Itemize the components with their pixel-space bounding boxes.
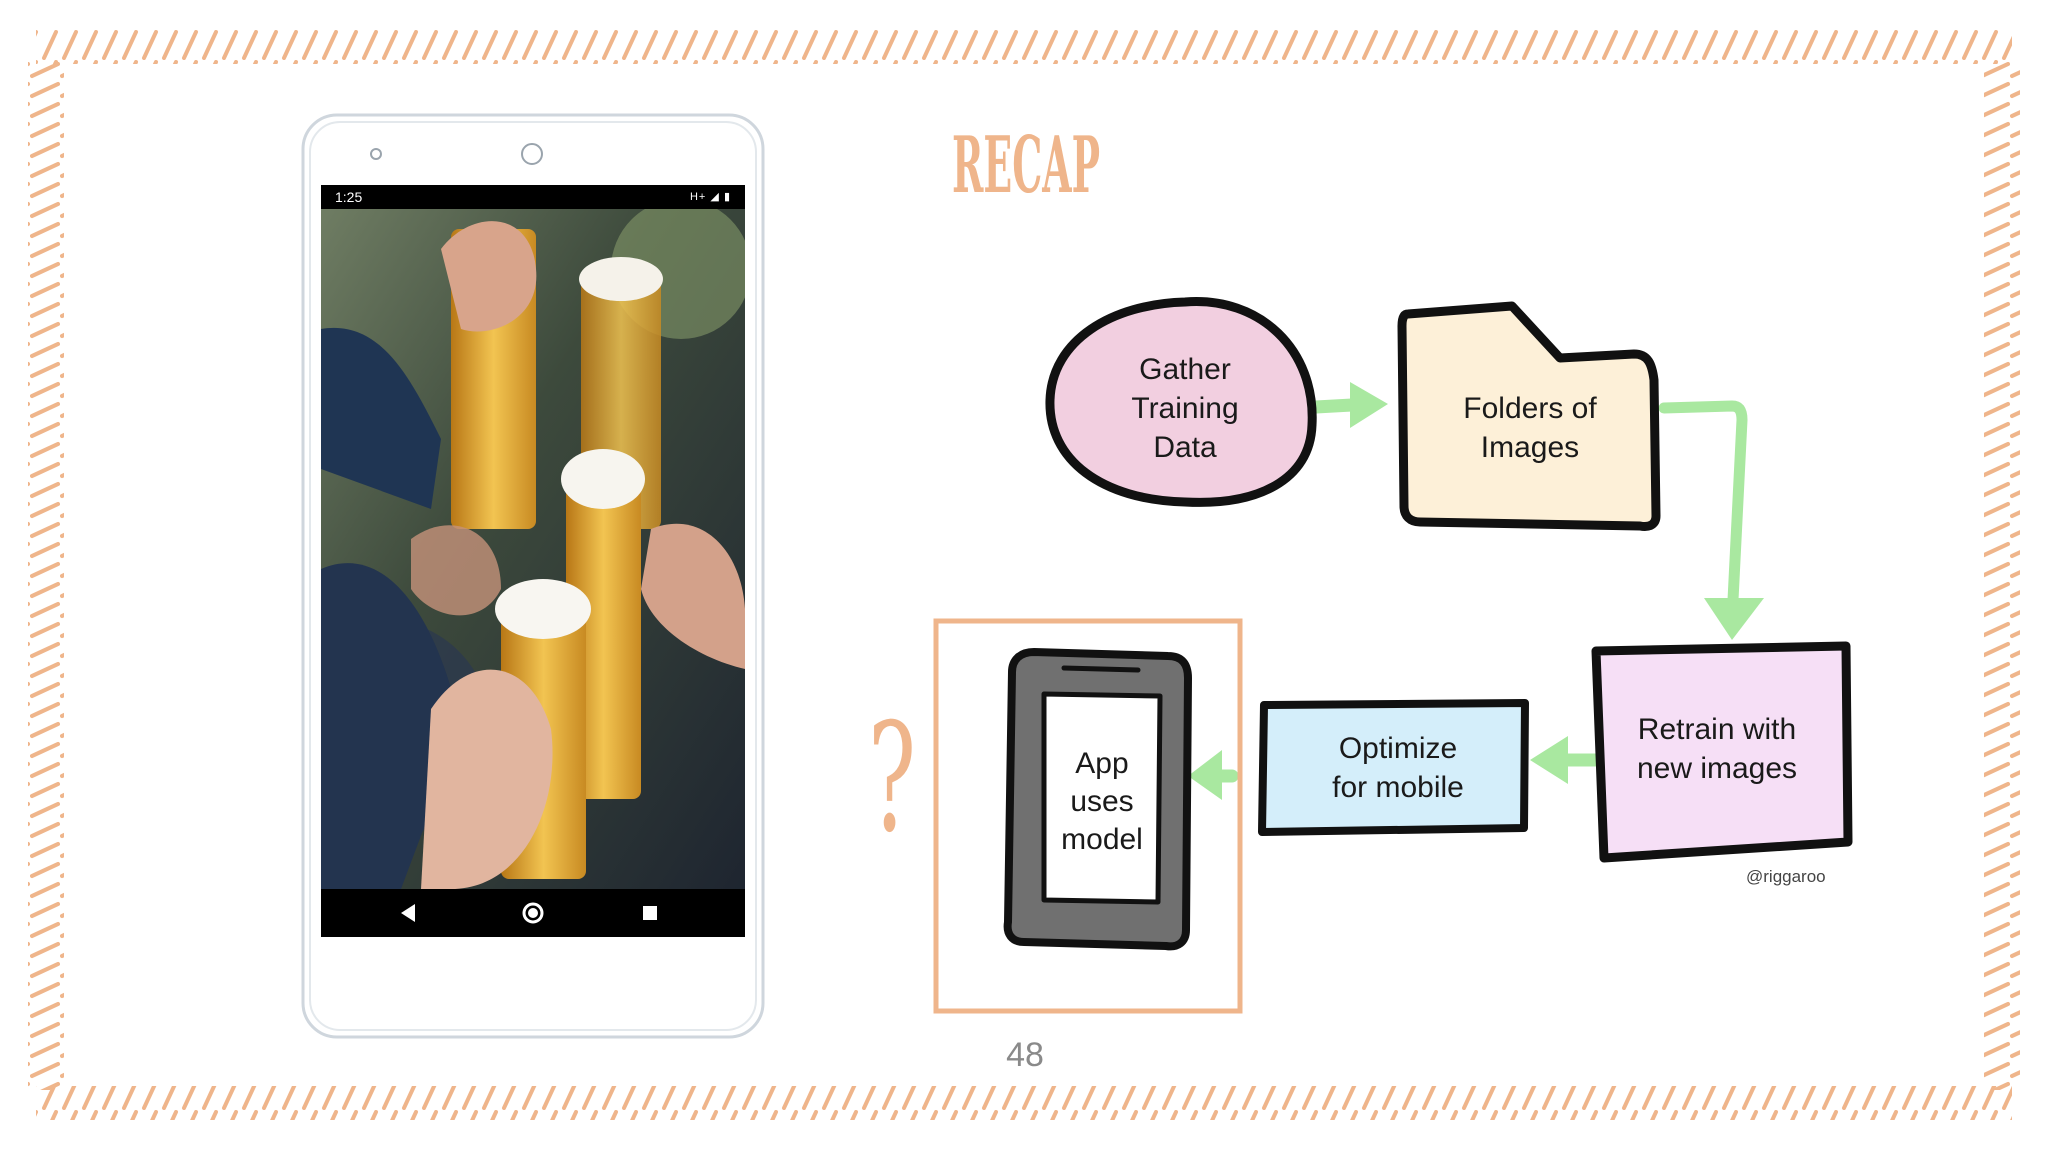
border-right <box>1984 62 2020 1090</box>
border-left <box>28 62 64 1090</box>
beer-toast-photo <box>321 209 745 889</box>
phone-status-bar: 1:25 H+ ◢ ▮ <box>321 185 745 209</box>
signal-icon: ◢ <box>710 191 720 203</box>
home-icon <box>522 902 544 924</box>
phone-nav-bar <box>321 889 745 937</box>
network-type: H+ <box>689 191 707 203</box>
status-time: 1:25 <box>335 189 363 205</box>
slide-title: RECAP <box>952 120 1100 210</box>
front-sensor-icon <box>370 148 382 160</box>
recents-icon <box>643 906 657 920</box>
front-camera-icon <box>521 143 543 165</box>
title-text: RECAP <box>952 120 1100 210</box>
back-icon <box>401 904 415 922</box>
battery-icon: ▮ <box>723 191 731 203</box>
page-number: 48 <box>1006 1036 1044 1074</box>
status-icons: H+ ◢ ▮ <box>690 185 731 209</box>
border-bottom <box>36 1086 2012 1120</box>
border-top <box>36 30 2012 64</box>
